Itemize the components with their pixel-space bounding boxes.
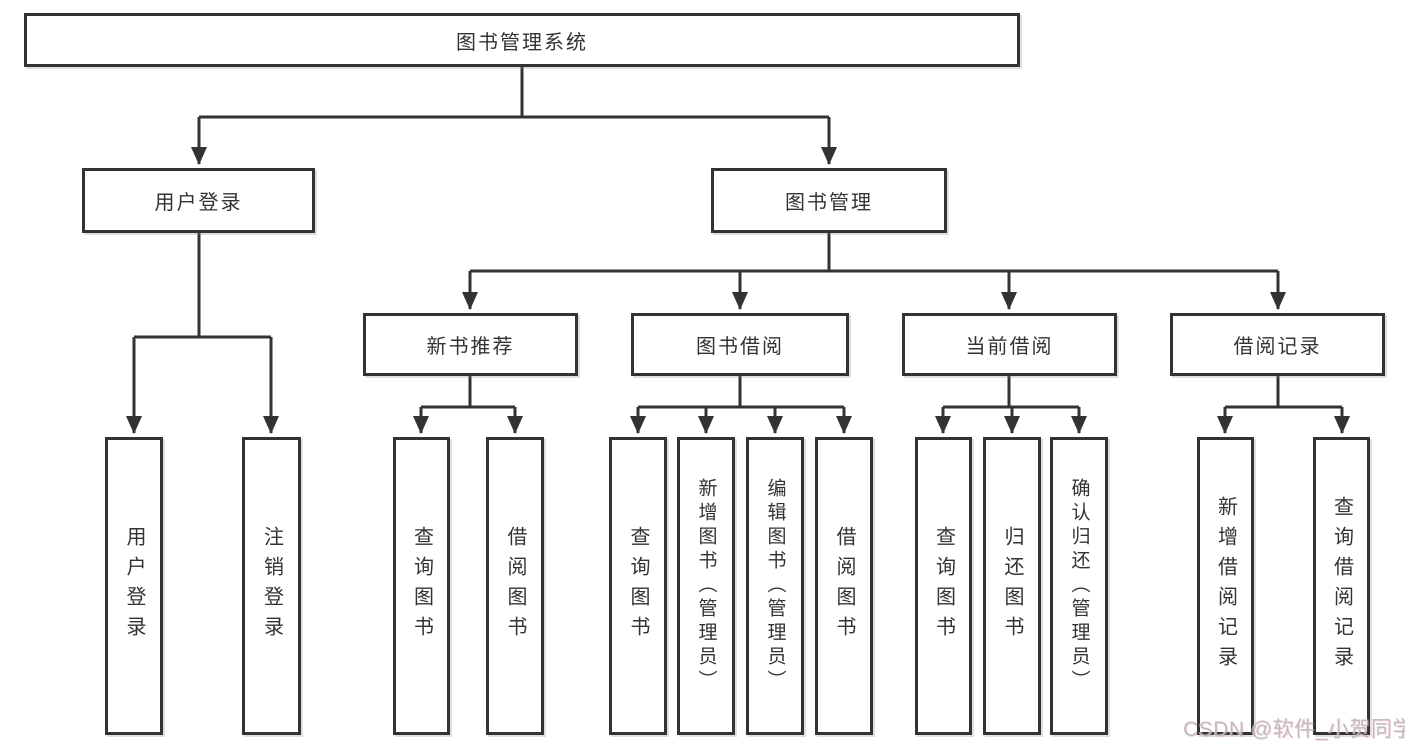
connector-user-login-children [126,233,279,434]
leaf-add-record: 新增借阅记录 [1197,437,1254,735]
leaf-user-login: 用户登录 [105,437,163,735]
node-borrow-records-label: 借阅记录 [1233,336,1322,358]
leaf-add-book: 新增图书（管理员） [677,437,735,735]
leaf-query-book-1: 查询图书 [393,437,450,735]
connector-current-borrow-children [935,376,1087,434]
csdn-watermark: CSDN @软件_小贺同学 [1183,718,1405,741]
node-book-borrow: 图书借阅 [631,313,849,376]
node-current-borrow-label: 当前借阅 [965,336,1054,358]
connector-root-to-level2 [191,67,837,165]
node-user-login-label: 用户登录 [154,192,243,214]
connector-borrow-records-children [1217,376,1350,434]
leaf-borrow-book-2: 借阅图书 [815,437,873,735]
connector-new-book-rec-children [413,376,523,434]
node-book-mgmt-label: 图书管理 [785,192,873,214]
leaf-borrow-book-1: 借阅图书 [486,437,544,735]
node-book-mgmt: 图书管理 [711,168,947,233]
node-borrow-records: 借阅记录 [1170,313,1385,376]
leaf-confirm-return: 确认归还（管理员） [1050,437,1108,735]
leaf-query-book-2: 查询图书 [609,437,667,735]
connector-book-mgmt-to-level3 [462,233,1286,310]
leaf-edit-book: 编辑图书（管理员） [746,437,804,735]
node-new-book-rec-label: 新书推荐 [426,336,515,358]
node-current-borrow: 当前借阅 [902,313,1117,376]
leaf-return-book: 归还图书 [983,437,1041,735]
connector-book-borrow-children [630,376,852,434]
leaf-query-record: 查询借阅记录 [1313,437,1370,735]
leaf-query-book-3: 查询图书 [915,437,972,735]
leaf-logout: 注销登录 [242,437,301,735]
node-book-borrow-label: 图书借阅 [696,336,784,358]
node-new-book-rec: 新书推荐 [363,313,578,376]
node-user-login: 用户登录 [82,168,315,233]
node-root: 图书管理系统 [24,13,1020,67]
node-root-label: 图书管理系统 [456,31,588,54]
